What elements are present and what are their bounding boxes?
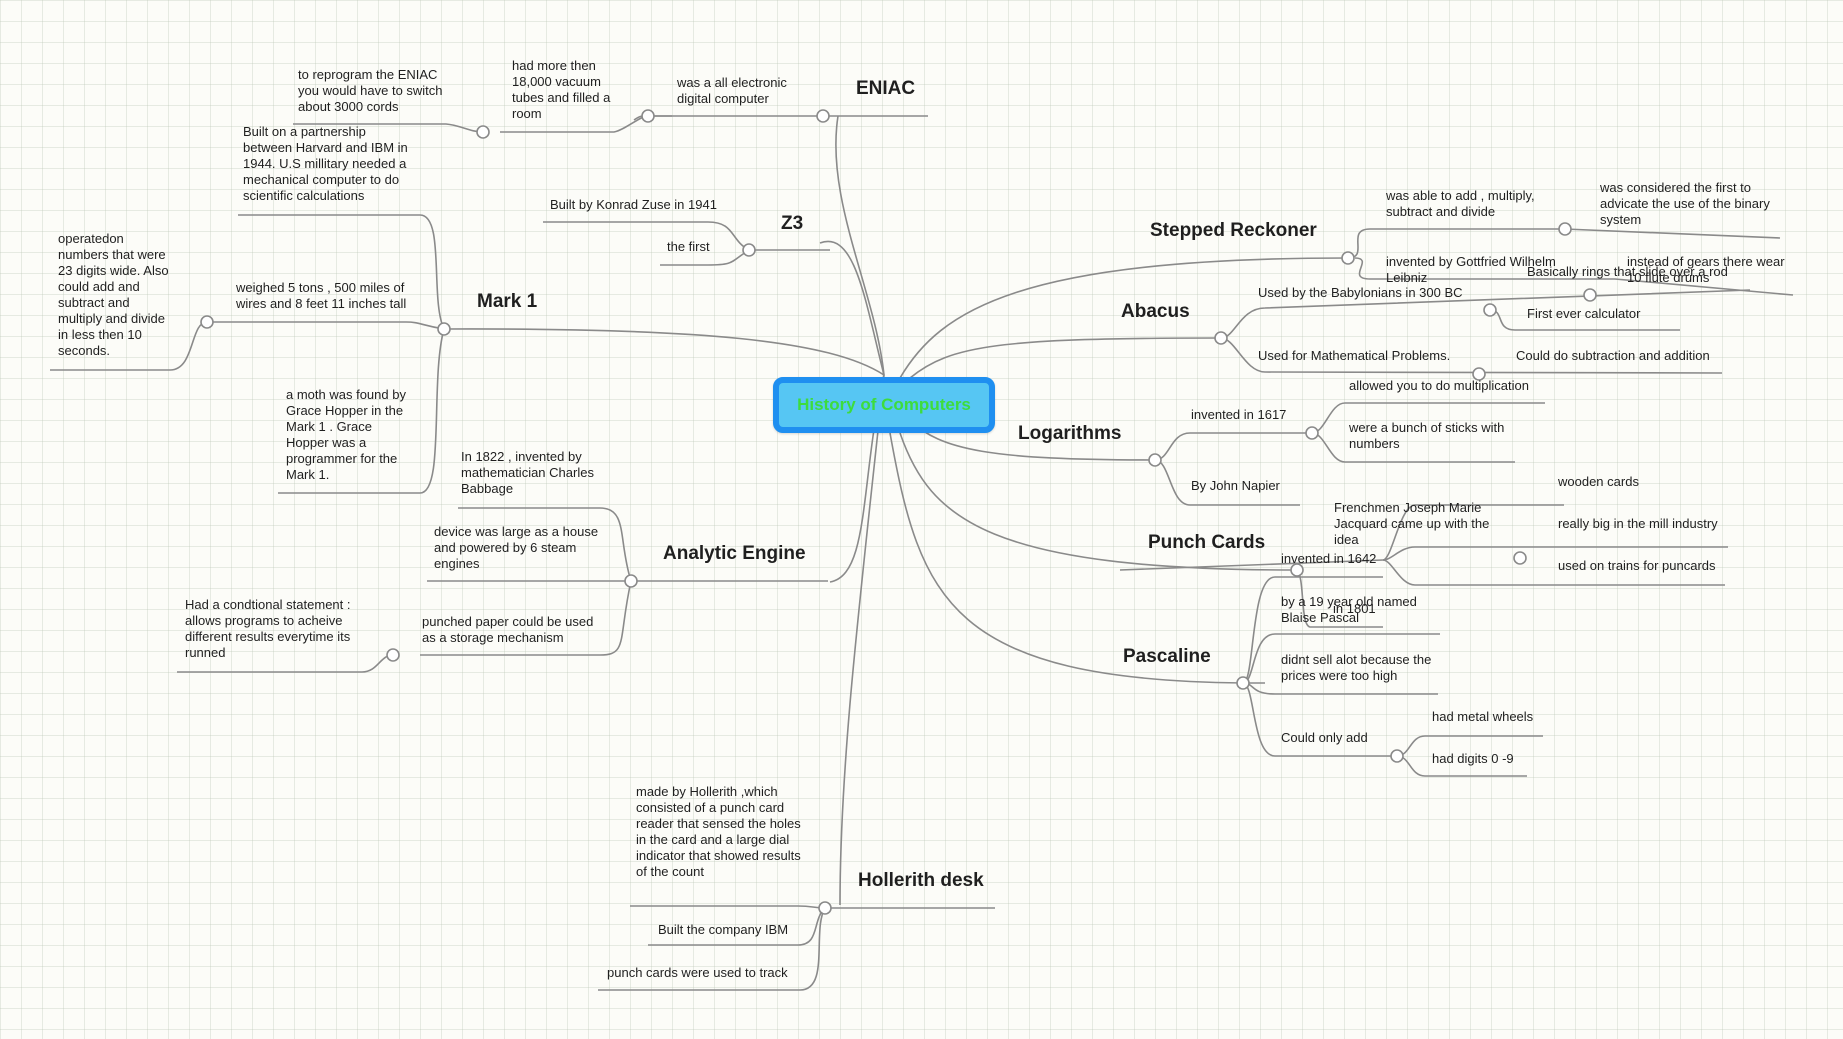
note-ab-rings[interactable]: Basically rings that slide over a rod: [1527, 264, 1728, 279]
note-ae-punched[interactable]: punched paper could be used as a storage…: [422, 614, 594, 645]
note-pa-digits[interactable]: had digits 0 -9: [1432, 751, 1514, 766]
note-pa-sell[interactable]: didnt sell alot because the prices were …: [1281, 652, 1432, 683]
note-hd-track[interactable]: punch cards were used to track: [607, 965, 788, 980]
note-eniac-reprogram[interactable]: to reprogram the ENIAC you would have to…: [298, 67, 443, 114]
note-ae-conditional[interactable]: Had a condtional statement : allows prog…: [185, 597, 351, 660]
topic-abacus[interactable]: Abacus: [1121, 301, 1190, 322]
note-pa-1642[interactable]: invented in 1642: [1281, 551, 1377, 566]
note-mark1-operated[interactable]: operatedon numbers that were 23 digits w…: [58, 231, 169, 358]
note-pc-trains[interactable]: used on trains for puncards: [1558, 558, 1716, 573]
note-ae-device[interactable]: device was large as a house and powered …: [434, 524, 599, 571]
topic-eniac[interactable]: ENIAC: [856, 78, 916, 99]
note-pa-pascal[interactable]: by a 19 year old named Blaise Pascal: [1281, 594, 1417, 625]
note-pc-mill[interactable]: really big in the mill industry: [1558, 516, 1718, 531]
note-mark1-partnership[interactable]: Built on a partnership between Harvard a…: [243, 124, 408, 203]
topic-punch-cards[interactable]: Punch Cards: [1148, 532, 1266, 553]
note-hd-ibm[interactable]: Built the company IBM: [658, 922, 789, 937]
note-eniac-tubes[interactable]: had more then 18,000 vacuum tubes and fi…: [512, 58, 611, 121]
note-pa-add[interactable]: Could only add: [1281, 730, 1368, 745]
note-pc-1801[interactable]: in 1801: [1333, 601, 1376, 616]
topic-analytic-engine[interactable]: Analytic Engine: [663, 543, 806, 564]
central-topic-label: History of Computers: [797, 395, 971, 414]
central-topic[interactable]: History of Computers: [773, 377, 995, 433]
note-ab-subtract[interactable]: Could do subtraction and addition: [1516, 348, 1710, 363]
note-mark1-moth[interactable]: a moth was found by Grace Hopper in the …: [286, 387, 406, 482]
note-lg-1617[interactable]: invented in 1617: [1191, 407, 1287, 422]
note-pc-jacquard[interactable]: Frenchmen Joseph Marie Jacquard came up …: [1334, 500, 1490, 547]
connector-lines: [50, 115, 1794, 991]
topic-pascaline[interactable]: Pascaline: [1123, 646, 1211, 667]
note-lg-sticks[interactable]: were a bunch of sticks with numbers: [1349, 420, 1505, 451]
note-sr-binary[interactable]: was considered the first to advicate the…: [1600, 180, 1770, 227]
note-ab-babylon[interactable]: Used by the Babylonians in 300 BC: [1258, 285, 1463, 300]
note-z3-built[interactable]: Built by Konrad Zuse in 1941: [550, 197, 717, 212]
note-lg-multiply[interactable]: allowed you to do multiplication: [1349, 378, 1529, 393]
note-sr-leibniz[interactable]: invented by Gottfried Wilhelm Leibniz: [1386, 254, 1556, 285]
topic-hollerith-desk[interactable]: Hollerith desk: [858, 870, 984, 891]
note-sr-gears[interactable]: instead of gears there wear 10 flute dru…: [1627, 254, 1785, 285]
connector-nodes: [200, 109, 1597, 915]
topic-logarithms[interactable]: Logarithms: [1018, 423, 1122, 444]
topic-stepped-reckoner[interactable]: Stepped Reckoner: [1150, 220, 1317, 241]
note-lg-napier[interactable]: By John Napier: [1191, 478, 1280, 493]
note-ae-1822[interactable]: In 1822 , invented by mathematician Char…: [461, 449, 594, 496]
note-ab-first[interactable]: First ever calculator: [1527, 306, 1641, 321]
topic-mark-1[interactable]: Mark 1: [477, 291, 538, 312]
note-sr-able[interactable]: was able to add , multiply, subtract and…: [1386, 188, 1535, 219]
note-eniac-electronic[interactable]: was a all electronic digital computer: [677, 75, 787, 106]
topic-z3[interactable]: Z3: [781, 213, 804, 234]
note-ab-math[interactable]: Used for Mathematical Problems.: [1258, 348, 1451, 363]
note-z3-first[interactable]: the first: [667, 239, 710, 254]
note-hd-made[interactable]: made by Hollerith ,which consisted of a …: [636, 784, 801, 879]
note-pa-metal[interactable]: had metal wheels: [1432, 709, 1534, 724]
note-mark1-weighed[interactable]: weighed 5 tons , 500 miles of wires and …: [236, 280, 407, 311]
note-pc-wooden[interactable]: wooden cards: [1558, 474, 1639, 489]
